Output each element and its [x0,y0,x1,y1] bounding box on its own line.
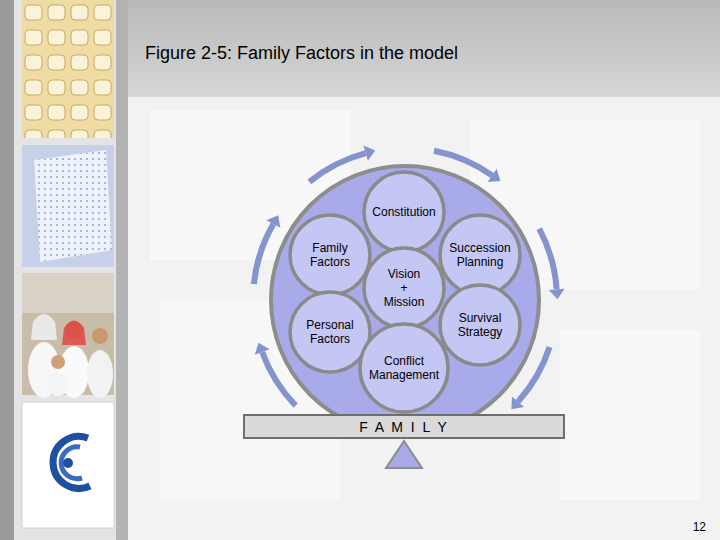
seesaw-pivot [386,441,422,468]
cycle-arrow-arc [308,150,366,182]
figure-title: Figure 2-5: Family Factors in the model [145,42,458,64]
circle-label: Constitution [372,205,435,219]
person-robe [87,350,113,398]
cycle-arrow-arc [434,148,493,176]
page-number: 12 [693,520,706,534]
cycle-arrow [306,142,378,189]
circle-shape [290,215,370,295]
circle-label: Personal Factors [301,318,359,346]
sidebar [0,0,128,540]
cycle-arrow-head [265,212,283,228]
child-head [51,355,65,369]
factor-circle: Vision + Mission [362,246,446,330]
cycle-arrow-arc [539,228,560,290]
person-headscarf [62,321,86,346]
cycle-arrow-head [549,286,567,301]
sidebar-stripe [0,0,14,540]
circle-text-box: Conflict Management [358,322,450,414]
person-headscarf [31,314,57,340]
balance-label: F A M I L Y [359,419,449,435]
circle-text-box: Family Factors [288,213,372,297]
calculator-buttons [22,0,114,138]
circle-shape [440,215,520,295]
paper-dots [34,150,112,262]
cycle-arrow [246,212,283,286]
circle-shape [440,285,520,365]
background-block [560,330,700,500]
cycle-arrow-arc [251,223,274,284]
model-circle [271,166,539,434]
sidebar-stripe [116,0,128,540]
photo-wall [22,273,114,313]
circle-text-box: Vision + Mission [362,246,446,330]
circle-label: Vision + Mission [383,267,425,309]
paper-sheet [34,150,112,262]
circle-shape [364,172,444,252]
logo-dot [63,458,73,468]
cycle-arrow [506,343,556,414]
cycle-arrow-arc [259,352,295,407]
circle-label: Family Factors [301,241,359,269]
circle-shape [290,292,370,372]
factor-circle: Conflict Management [358,322,450,414]
logo-swirl [61,447,82,479]
cycle-arrow-head [506,397,525,415]
cycle-arrow-head [488,168,504,187]
cycle-arrow-head [250,340,269,358]
person-head [92,328,108,344]
cycle-arrow-arc [518,347,552,403]
circle-label: Survival Strategy [451,311,509,339]
logo-picture [22,402,114,528]
balance-bar: F A M I L Y [243,414,565,439]
calculator-picture [22,0,114,138]
circle-text-box: Survival Strategy [438,283,522,367]
factor-circle: Survival Strategy [438,283,522,367]
circle-label: Succession Planning [448,241,512,269]
factor-circle: Family Factors [288,213,372,297]
circle-text-box: Constitution [362,170,446,254]
cycle-arrow [431,144,504,187]
cycle-arrow-head [361,142,378,161]
paper-picture [22,145,114,267]
logo-swirl [53,436,90,488]
cycle-arrow [532,226,567,300]
factor-circle: Constitution [362,170,446,254]
circle-shape [364,248,444,328]
circle-shape [360,324,448,412]
title-band [128,0,720,97]
child-robe [47,372,69,396]
circle-label: Conflict Management [366,354,442,382]
